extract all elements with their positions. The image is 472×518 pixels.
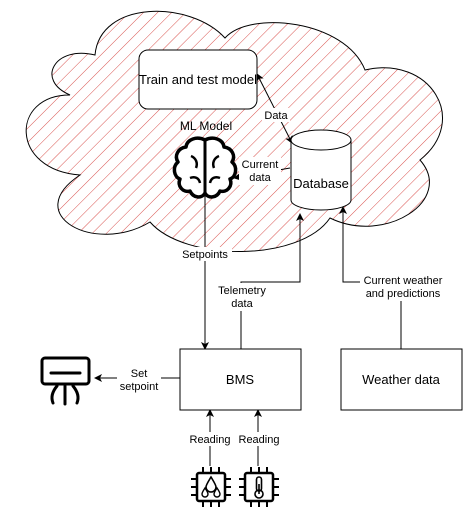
current-weather-label-line1: Current weather [364, 275, 443, 287]
edge-label-reading-left: Reading [187, 432, 233, 446]
bms-node[interactable]: BMS [179, 348, 302, 411]
temperature-sensor-icon [239, 467, 279, 507]
edge-label-current-data: Current data [239, 157, 281, 185]
edge-label-telemetry: Telemetry data [214, 283, 270, 311]
cloud-region [25, 10, 443, 252]
data-label: Data [264, 110, 288, 122]
edge-label-current-weather: Current weather and predictions [360, 273, 446, 301]
telemetry-label-line2: data [231, 298, 253, 310]
database-label: Database [293, 176, 349, 191]
brain-icon [172, 136, 238, 199]
set-setpoint-label-line2: setpoint [120, 381, 159, 393]
current-data-label-line2: data [249, 172, 271, 184]
edge-label-reading-right: Reading [236, 432, 282, 446]
current-data-label-line1: Current [242, 159, 279, 171]
weather-data-node[interactable]: Weather data [340, 348, 463, 411]
edge-label-data: Data [262, 108, 290, 122]
bms-label: BMS [226, 372, 255, 387]
weather-data-label: Weather data [362, 372, 441, 387]
edge-label-setpoints: Setpoints [178, 247, 232, 261]
train-test-model-label: Train and test model [139, 72, 257, 87]
edge-bms-database [240, 213, 304, 349]
reading-left-label: Reading [190, 434, 231, 446]
ml-model-label: ML Model [180, 119, 232, 133]
database-node[interactable]: Database [290, 129, 352, 211]
telemetry-label-line1: Telemetry [218, 285, 266, 297]
set-setpoint-label-line1: Set [131, 368, 148, 380]
reading-right-label: Reading [239, 434, 280, 446]
train-test-model-node[interactable]: Train and test model [138, 49, 258, 110]
current-weather-label-line2: and predictions [366, 288, 441, 300]
setpoints-label: Setpoints [182, 249, 228, 261]
air-conditioner-icon [40, 356, 91, 406]
humidity-sensor-icon [191, 467, 231, 507]
edge-label-set-setpoint: Set setpoint [117, 366, 161, 394]
